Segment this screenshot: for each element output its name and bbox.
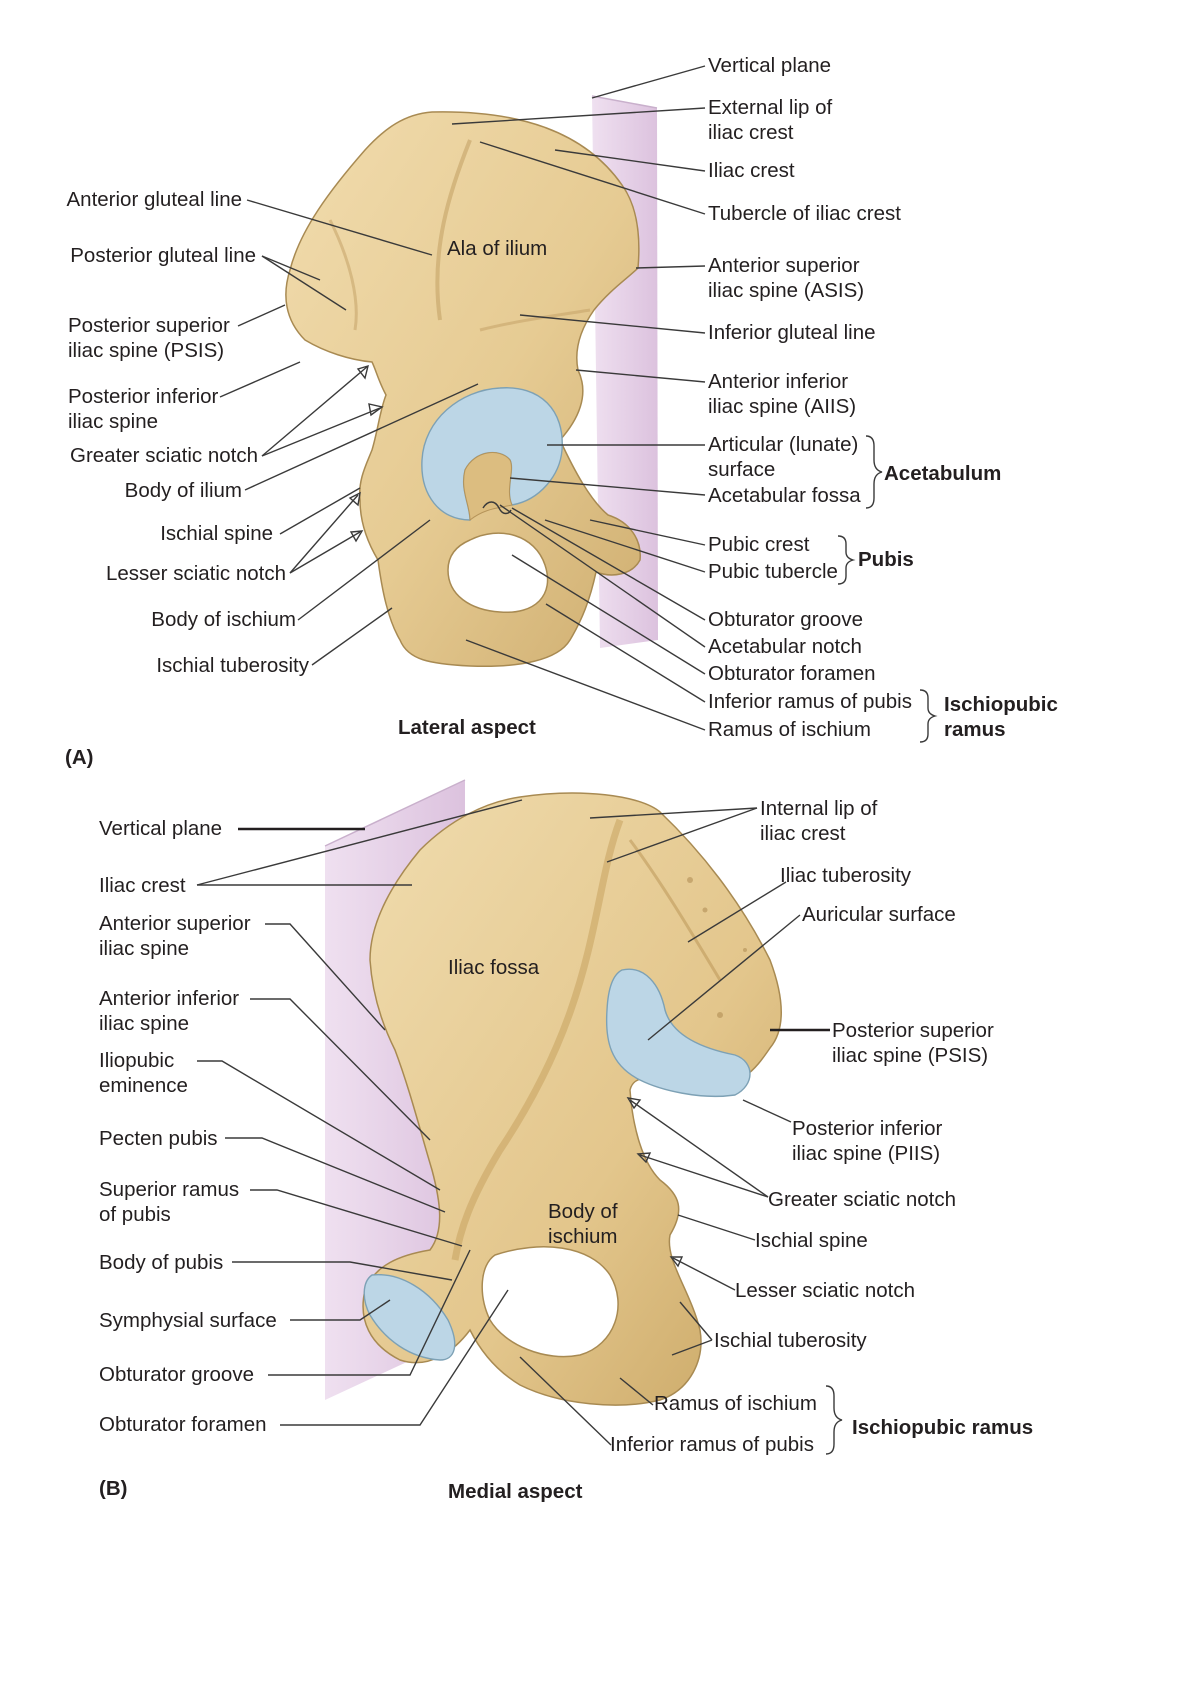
panel-b-brace bbox=[825, 1385, 843, 1455]
label-b-symphysial-surface: Symphysial surface bbox=[99, 1309, 277, 1332]
hip-bone-lateral bbox=[285, 111, 641, 668]
label-a-body-of-ischium: Body of ischium bbox=[151, 608, 296, 631]
label-b-internal-lip: Internal lip of iliac crest bbox=[760, 797, 878, 845]
label-a-acetabular-notch: Acetabular notch bbox=[708, 635, 862, 658]
symphysial-surface bbox=[363, 1274, 456, 1361]
obturator-foramen-b bbox=[481, 1246, 619, 1358]
label-a-ischial-tuberosity: Ischial tuberosity bbox=[156, 654, 309, 677]
label-a-aiis: Anterior inferior iliac spine (AIIS) bbox=[708, 370, 857, 418]
panel-a-right-leaders bbox=[451, 65, 706, 731]
label-a-piis: Posterior inferior iliac spine bbox=[68, 385, 219, 433]
label-b-ischial-tuberosity: Ischial tuberosity bbox=[714, 1329, 867, 1352]
obturator-foramen-a bbox=[447, 532, 549, 613]
label-a-pubic-tubercle: Pubic tubercle bbox=[708, 560, 838, 583]
panel-a-illustration bbox=[285, 95, 658, 668]
label-b-obturator-foramen: Obturator foramen bbox=[99, 1413, 267, 1436]
label-a-tubercle-iliac-crest: Tubercle of iliac crest bbox=[708, 202, 901, 225]
label-a-inferior-gluteal-line: Inferior gluteal line bbox=[708, 321, 876, 344]
label-a-obturator-foramen: Obturator foramen bbox=[708, 662, 876, 685]
label-a-posterior-gluteal-line: Posterior gluteal line bbox=[70, 244, 256, 267]
label-b-psis: Posterior superior iliac spine (PSIS) bbox=[832, 1019, 994, 1067]
label-b-asis: Anterior superior iliac spine bbox=[99, 912, 251, 960]
group-ischiopubic-ramus-b: Ischiopubic ramus bbox=[852, 1416, 1034, 1439]
caption-lateral-aspect: Lateral aspect bbox=[398, 716, 536, 739]
label-b-iliopubic-eminence: Iliopubic eminence bbox=[99, 1049, 188, 1097]
label-a-greater-sciatic-notch: Greater sciatic notch bbox=[70, 444, 258, 467]
panel-b-right-leaders bbox=[519, 807, 830, 1446]
iliac-fossa-label: Iliac fossa bbox=[448, 956, 540, 979]
label-b-ramus-of-ischium: Ramus of ischium bbox=[654, 1392, 817, 1415]
auricular-surface bbox=[605, 968, 751, 1098]
group-ischiopubic-ramus-a: Ischiopubic ramus bbox=[944, 693, 1058, 741]
label-a-ischial-spine: Ischial spine bbox=[160, 522, 273, 545]
label-a-lesser-sciatic-notch: Lesser sciatic notch bbox=[105, 562, 286, 585]
label-a-inferior-ramus-pubis: Inferior ramus of pubis bbox=[708, 690, 912, 713]
label-a-obturator-groove: Obturator groove bbox=[708, 608, 863, 631]
label-a-acetabular-fossa: Acetabular fossa bbox=[708, 484, 861, 507]
label-b-lesser-sciatic-notch: Lesser sciatic notch bbox=[735, 1279, 916, 1302]
label-b-vertical-plane: Vertical plane bbox=[99, 817, 223, 840]
panel-a-braces bbox=[837, 435, 938, 743]
label-a-anterior-gluteal-line: Anterior gluteal line bbox=[66, 188, 243, 211]
body-of-ischium-label: Body of ischium bbox=[548, 1200, 618, 1248]
panel-letter-b: (B) bbox=[99, 1477, 128, 1500]
label-a-asis: Anterior superior iliac spine (ASIS) bbox=[708, 254, 865, 302]
label-a-body-of-ilium: Body of ilium bbox=[124, 479, 242, 502]
label-a-ramus-of-ischium: Ramus of ischium bbox=[708, 718, 871, 741]
hip-bone-medial bbox=[362, 792, 782, 1406]
label-b-piis: Posterior inferior iliac spine (PIIS) bbox=[792, 1117, 943, 1165]
caption-medial-aspect: Medial aspect bbox=[448, 1480, 583, 1503]
panel-a-left-leaders bbox=[219, 199, 479, 666]
label-a-external-lip: External lip of iliac crest bbox=[708, 96, 833, 144]
label-a-iliac-crest: Iliac crest bbox=[708, 159, 795, 182]
label-b-aiis: Anterior inferior iliac spine bbox=[99, 987, 240, 1035]
label-b-auricular-surface: Auricular surface bbox=[802, 903, 956, 926]
label-b-pecten-pubis: Pecten pubis bbox=[99, 1127, 218, 1150]
label-b-obturator-groove: Obturator groove bbox=[99, 1363, 254, 1386]
panel-letter-a: (A) bbox=[65, 746, 94, 769]
label-b-iliac-tuberosity: Iliac tuberosity bbox=[780, 864, 912, 887]
label-b-inferior-ramus-pubis: Inferior ramus of pubis bbox=[610, 1433, 814, 1456]
label-a-pubic-crest: Pubic crest bbox=[708, 533, 810, 556]
label-a-psis: Posterior superior iliac spine (PSIS) bbox=[68, 314, 230, 362]
label-b-iliac-crest: Iliac crest bbox=[99, 874, 186, 897]
panel-b-left-leaders bbox=[196, 799, 523, 1426]
ala-of-ilium-label: Ala of ilium bbox=[447, 237, 548, 260]
label-a-vertical-plane: Vertical plane bbox=[708, 54, 832, 77]
group-pubis: Pubis bbox=[858, 548, 914, 571]
label-b-ischial-spine: Ischial spine bbox=[755, 1229, 868, 1252]
label-b-greater-sciatic-notch: Greater sciatic notch bbox=[768, 1188, 956, 1211]
label-b-body-of-pubis: Body of pubis bbox=[99, 1251, 224, 1274]
group-acetabulum: Acetabulum bbox=[884, 462, 1002, 485]
panel-b-illustration bbox=[324, 779, 782, 1406]
label-a-lunate-surface: Articular (lunate) surface bbox=[708, 433, 859, 481]
label-b-superior-ramus: Superior ramus of pubis bbox=[99, 1178, 240, 1226]
